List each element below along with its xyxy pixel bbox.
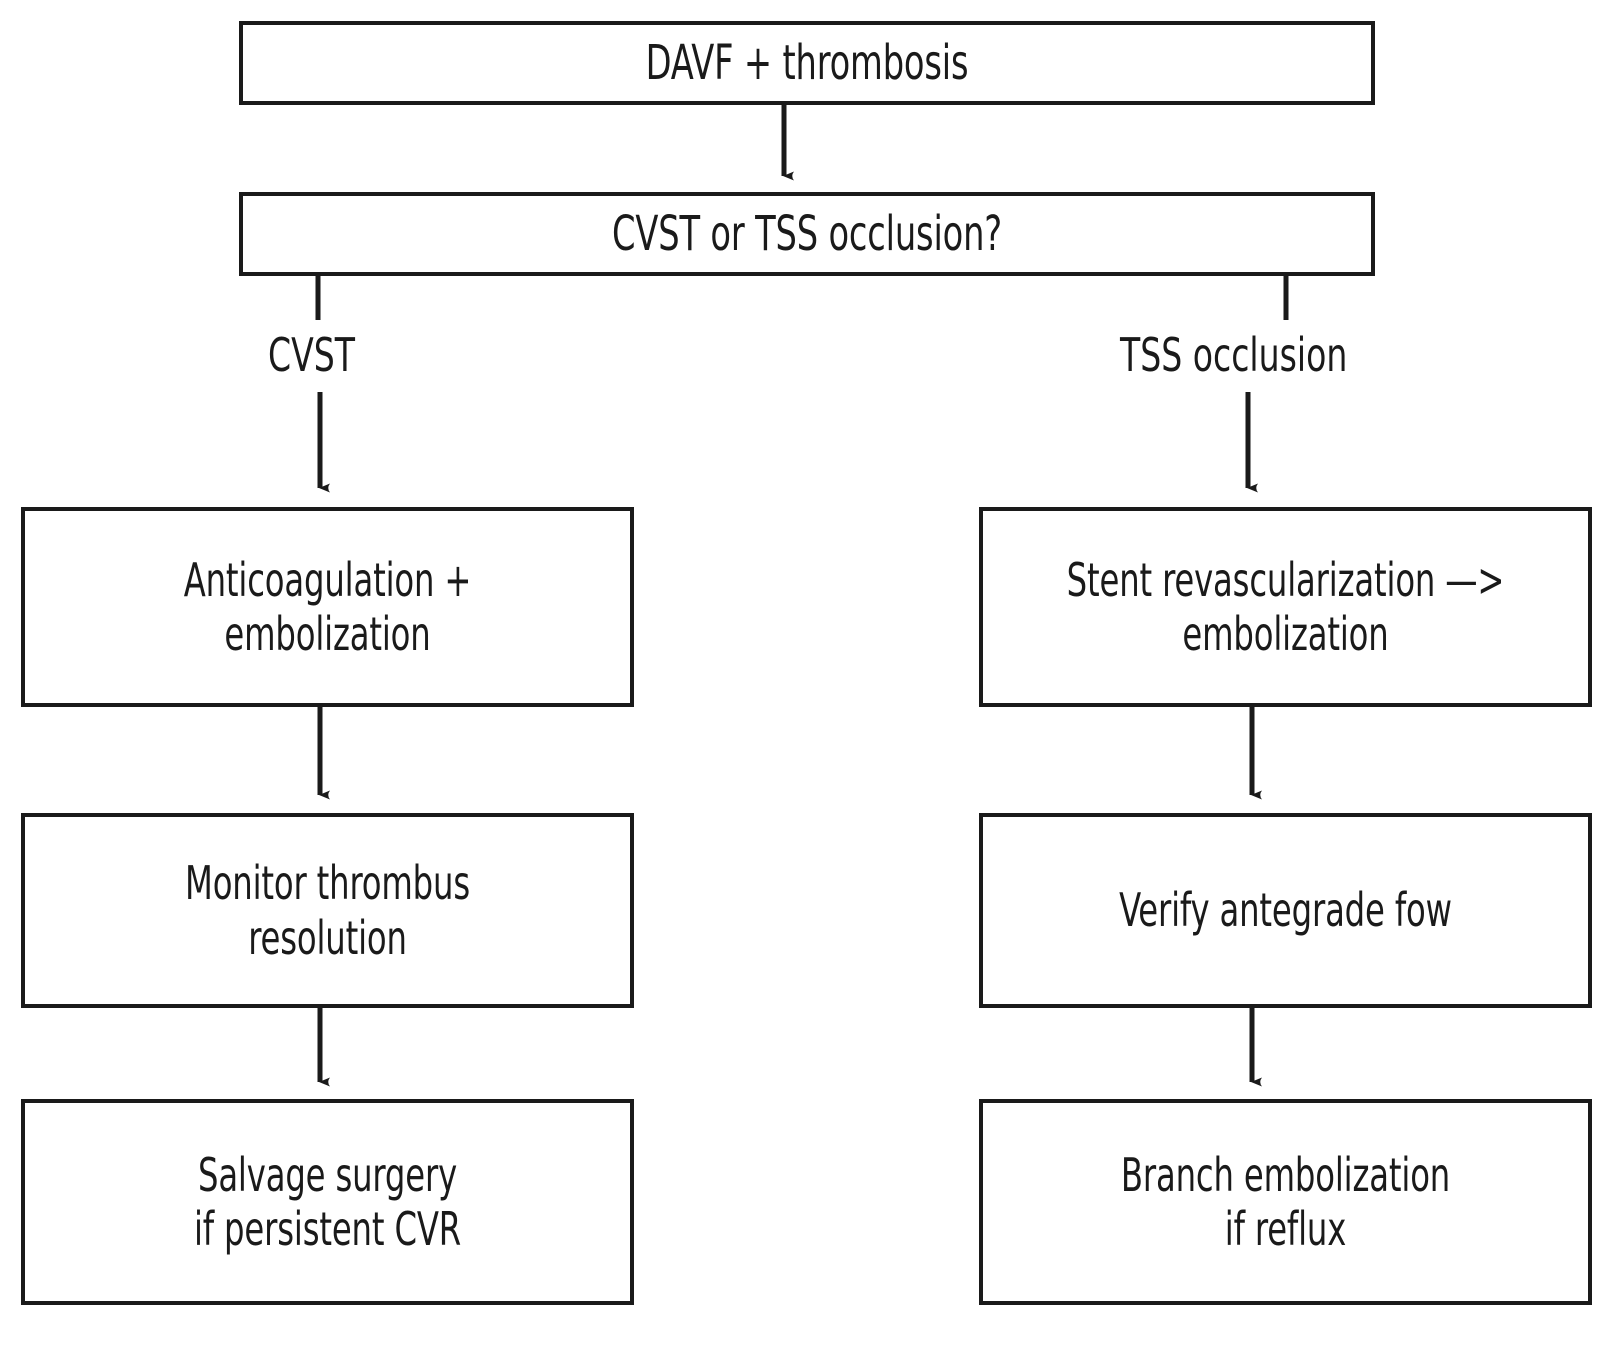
node-label: Stent revascularization —> embolization (1066, 552, 1505, 661)
node-label: Branch embolization if reflux (1120, 1147, 1451, 1256)
node-cvst-or-tss-occlusion[interactable]: CVST or TSS occlusion? (239, 192, 1375, 276)
node-label: Verify antegrade fow (1119, 883, 1452, 938)
node-label: CVST or TSS occlusion? (611, 205, 1003, 262)
edge-label-cvst: CVST (268, 328, 356, 382)
node-monitor-thrombus-resolution[interactable]: Monitor thrombus resolution (21, 813, 634, 1008)
node-label: Anticoagulation + embolization (183, 552, 472, 661)
node-label: DAVF + thrombosis (645, 34, 969, 91)
node-anticoagulation-embolization[interactable]: Anticoagulation + embolization (21, 507, 634, 707)
node-stent-revascularization-embolization[interactable]: Stent revascularization —> embolization (979, 507, 1592, 707)
node-salvage-surgery-if-persistent-cvr[interactable]: Salvage surgery if persistent CVR (21, 1099, 634, 1305)
connector-decision-split (315, 276, 1289, 320)
node-davf-thrombosis[interactable]: DAVF + thrombosis (239, 21, 1375, 105)
node-branch-embolization-if-reflux[interactable]: Branch embolization if reflux (979, 1099, 1592, 1305)
node-label: Salvage surgery if persistent CVR (193, 1147, 462, 1256)
node-verify-antegrade-flow[interactable]: Verify antegrade fow (979, 813, 1592, 1008)
node-label: Monitor thrombus resolution (184, 856, 470, 965)
edge-label-tss-occlusion: TSS occlusion (1120, 328, 1348, 382)
